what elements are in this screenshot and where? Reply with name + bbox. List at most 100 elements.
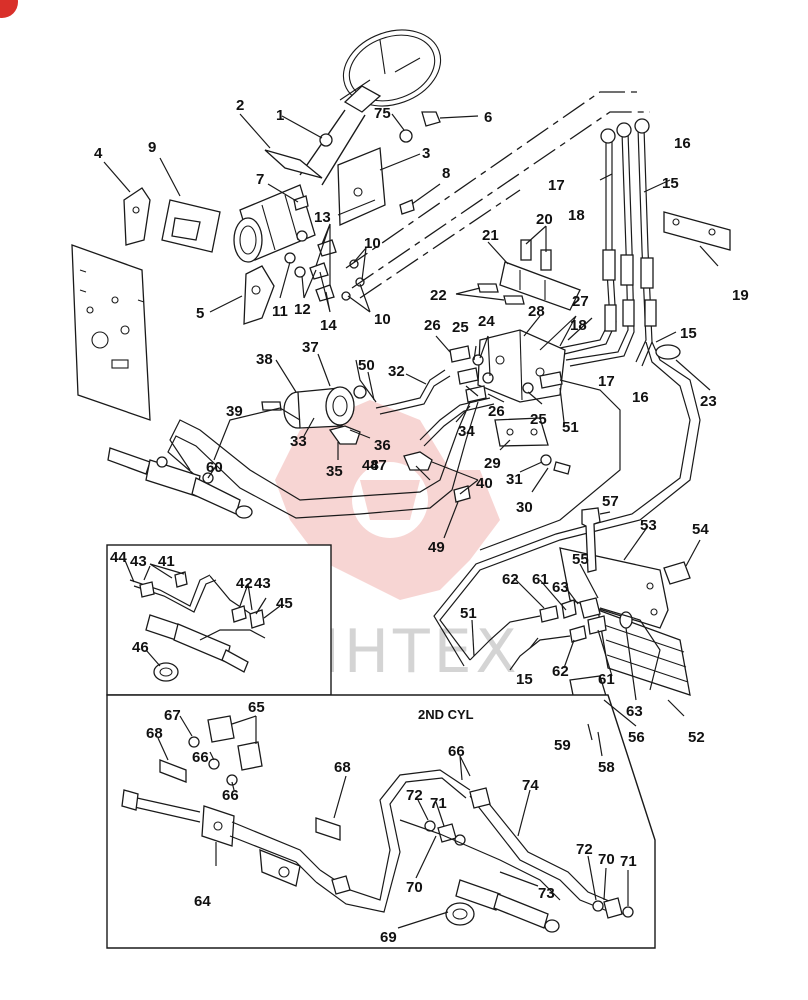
callout: 46 <box>132 639 149 656</box>
fitting-6 <box>421 111 441 127</box>
pin-20a <box>520 239 532 261</box>
callout: 73 <box>538 885 555 902</box>
callout: 57 <box>602 493 619 510</box>
plate-4 <box>123 187 151 246</box>
callout: 21 <box>482 227 499 244</box>
pump-37 <box>283 385 367 429</box>
callout: 63 <box>552 579 569 596</box>
callout: 36 <box>374 437 391 454</box>
callout: 11 <box>272 303 288 320</box>
watermark-text: ИНТЕХ <box>295 617 521 687</box>
callout: 70 <box>598 851 615 868</box>
hose-34 <box>419 397 491 441</box>
callout: 71 <box>430 795 447 812</box>
inset-box-2nd-cyl <box>106 694 656 949</box>
callout: 23 <box>700 393 717 410</box>
callout: 32 <box>388 363 405 380</box>
hose-50 <box>355 359 377 403</box>
callout: 29 <box>484 455 501 472</box>
callout: 25 <box>530 411 547 428</box>
callout: 17 <box>548 177 565 194</box>
connection-line <box>359 189 521 299</box>
callout: 17 <box>598 373 615 390</box>
callout: 66 <box>192 749 209 766</box>
connection-line <box>345 91 640 269</box>
callout: 43 <box>130 553 147 570</box>
callouts: 1 2 3 4 5 6 7 8 9 10 10 11 12 13 14 15 1… <box>94 97 749 946</box>
callout: 38 <box>256 351 273 368</box>
inset-box-1 <box>106 544 332 696</box>
callout: 1 <box>276 107 284 124</box>
callout: 62 <box>552 663 569 680</box>
hose-32 <box>375 369 446 409</box>
callout: 48 <box>362 457 379 474</box>
callout: 50 <box>358 357 375 374</box>
callout: 40 <box>476 475 493 492</box>
callout: 66 <box>448 743 465 760</box>
callout: 51 <box>562 419 579 436</box>
callout: 45 <box>276 595 293 612</box>
callout: 72 <box>576 841 593 858</box>
callout: 26 <box>488 403 505 420</box>
hose-32-b <box>379 375 451 415</box>
bracket-29 <box>494 417 549 447</box>
callout: 62 <box>502 571 519 588</box>
callout: 15 <box>680 325 697 342</box>
callout: 13 <box>314 209 331 226</box>
block-19 <box>663 211 731 251</box>
callout: 60 <box>206 459 223 476</box>
hose-40-b <box>359 401 479 515</box>
callout: 69 <box>380 929 397 946</box>
clamp-23 <box>655 344 681 360</box>
callout: 25 <box>452 319 469 336</box>
callout: 20 <box>536 211 553 228</box>
plate-9 <box>161 199 221 253</box>
hose-loop-b <box>167 435 361 519</box>
plate-5 <box>243 265 275 325</box>
callout: 72 <box>406 787 423 804</box>
fittings-47-48 <box>403 451 433 471</box>
second-cylinder-assembly <box>121 715 634 933</box>
bolt-7 <box>293 195 309 211</box>
washer-1 <box>319 133 333 147</box>
steering-tubes <box>549 118 657 367</box>
callout: 18 <box>568 207 585 224</box>
callout: 16 <box>674 135 691 152</box>
callout: 2 <box>236 97 244 114</box>
callout: 59 <box>554 737 571 754</box>
callout: 26 <box>424 317 441 334</box>
callout: 6 <box>484 109 492 126</box>
leader-lines <box>103 113 719 929</box>
callout: 16 <box>632 389 649 406</box>
bracket-2 <box>264 149 323 179</box>
callout: 64 <box>194 893 211 910</box>
bolt-22b <box>503 295 525 305</box>
callout: 41 <box>158 553 175 570</box>
nut-31 <box>540 454 552 466</box>
callout: 54 <box>692 521 709 538</box>
steering-wheel <box>299 29 442 186</box>
bolt-39 <box>261 401 282 411</box>
callout: 55 <box>572 551 589 568</box>
callout: 37 <box>302 339 319 356</box>
callout: 10 <box>364 235 381 252</box>
hose-loop <box>169 419 361 501</box>
callout: 68 <box>334 759 351 776</box>
callout: 42 <box>236 575 253 592</box>
bolt-30 <box>553 461 571 475</box>
bolt-57 <box>581 507 601 573</box>
callout: 22 <box>430 287 447 304</box>
callout: 4 <box>94 145 103 162</box>
tube-51-upper <box>479 379 621 551</box>
callout: 51 <box>460 605 477 622</box>
callout: 9 <box>148 139 156 156</box>
callout: 14 <box>320 317 337 334</box>
callout: 74 <box>522 777 539 794</box>
hose-top-loop <box>213 407 301 461</box>
callout: 71 <box>620 853 637 870</box>
bolt-22a <box>477 283 499 293</box>
valve-block <box>477 329 566 403</box>
callout: 18 <box>570 317 587 334</box>
tube-51-lower <box>469 615 541 661</box>
callout: 35 <box>326 463 343 480</box>
